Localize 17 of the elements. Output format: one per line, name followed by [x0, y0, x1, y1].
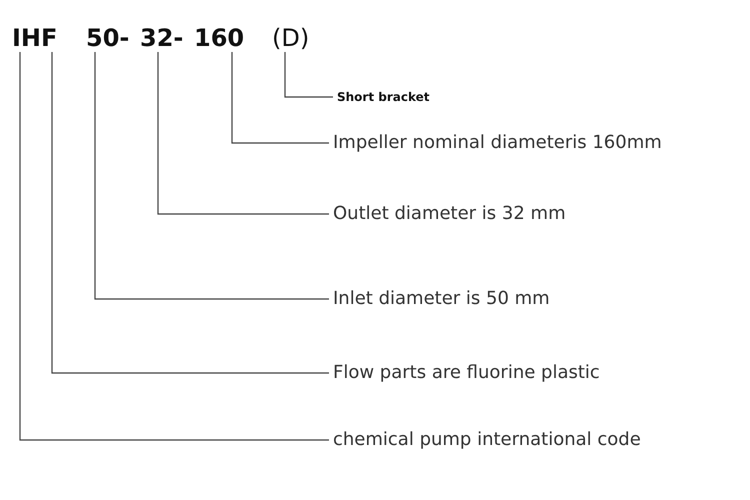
model-code-part: 32-	[140, 26, 184, 50]
description-text: chemical pump international code	[333, 431, 641, 449]
leader-line	[19, 52, 329, 441]
leader-line	[157, 52, 329, 215]
model-code-part: 50-	[86, 26, 130, 50]
leader-line	[51, 52, 329, 374]
description-text: Outlet diameter is 32 mm	[333, 205, 566, 223]
model-code-part: IHF	[12, 26, 58, 50]
leader-line	[284, 52, 333, 98]
model-code-part: (D)	[272, 26, 310, 50]
model-code-part: 160	[194, 26, 244, 50]
leader-line	[94, 52, 329, 300]
description-text: Flow parts are fluorine plastic	[333, 364, 600, 382]
description-text: Impeller nominal diameteris 160mm	[333, 134, 662, 152]
description-text: Short bracket	[337, 91, 430, 103]
description-text: Inlet diameter is 50 mm	[333, 290, 550, 308]
leader-line	[231, 52, 329, 144]
